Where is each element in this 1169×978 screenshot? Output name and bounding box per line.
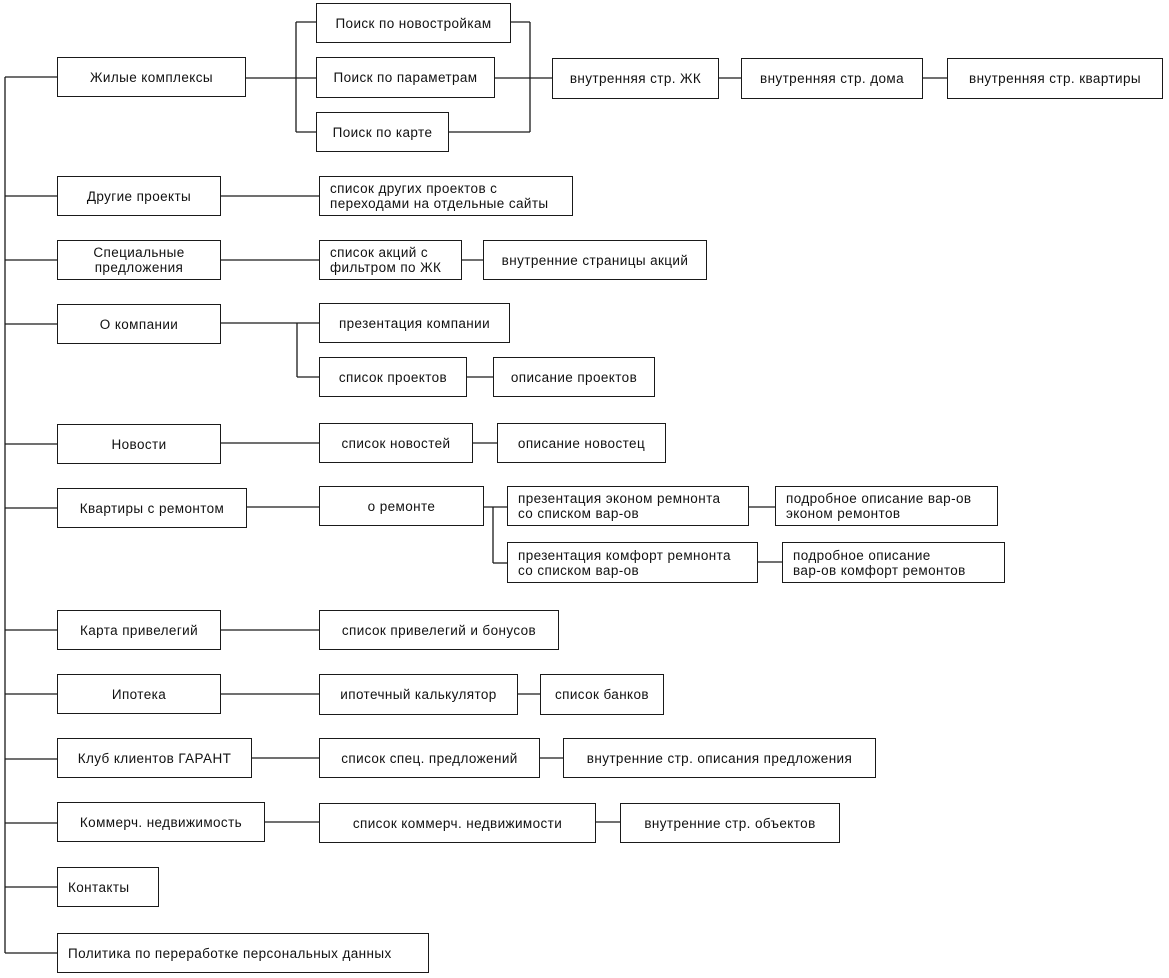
node-about-renovation: о ремонте — [319, 486, 484, 526]
node-privilege-card: Карта привелегий — [57, 610, 221, 650]
node-other-projects: Другие проекты — [57, 176, 221, 216]
node-complex-inner-page: внутренняя стр. ЖК — [552, 58, 719, 99]
node-search-by-params: Поиск по параметрам — [316, 57, 495, 98]
node-projects-description: описание проектов — [493, 357, 655, 397]
node-economy-renovation-presentation: презентация эконом ремнонта со списком в… — [507, 486, 749, 526]
node-commercial-property-list: список коммерч. недвижимости — [319, 803, 596, 843]
node-comfort-renovation-presentation: презентация комфорт ремнонта со списком … — [507, 542, 758, 583]
node-search-new-buildings: Поиск по новостройкам — [316, 3, 511, 43]
node-mortgage-calculator: ипотечный калькулятор — [319, 674, 518, 715]
node-news: Новости — [57, 424, 221, 464]
node-renovated-apartments: Квартиры с ремонтом — [57, 488, 247, 528]
node-search-by-map: Поиск по карте — [316, 112, 449, 152]
node-residential-complexes: Жилые комплексы — [57, 57, 246, 97]
node-commercial-property: Коммерч. недвижимость — [57, 802, 265, 842]
node-privileges-list: список привелегий и бонусов — [319, 610, 559, 650]
node-news-list: список новостей — [319, 423, 473, 463]
node-special-offers-list: список спец. предложений — [319, 738, 540, 778]
node-client-club: Клуб клиентов ГАРАНТ — [57, 738, 252, 778]
node-house-inner-page: внутренняя стр. дома — [741, 58, 923, 99]
node-about-company: О компании — [57, 304, 221, 344]
node-projects-list: список проектов — [319, 357, 467, 397]
node-news-description: описание новостец — [497, 423, 666, 463]
node-banks-list: список банков — [540, 674, 664, 715]
node-company-presentation: презентация компании — [319, 303, 510, 343]
node-other-projects-list: список других проектов с переходами на о… — [319, 176, 573, 216]
node-contacts: Контакты — [57, 867, 159, 907]
node-special-offers: Специальные предложения — [57, 240, 221, 280]
node-apartment-inner-page: внутренняя стр. квартиры — [947, 58, 1163, 99]
node-offer-description-pages: внутренние стр. описания предложения — [563, 738, 876, 778]
node-mortgage: Ипотека — [57, 674, 221, 714]
node-economy-renovation-details: подробное описание вар-ов эконом ремонто… — [775, 486, 998, 526]
node-promo-list: список акций с фильтром по ЖК — [319, 240, 462, 280]
node-comfort-renovation-details: подробное описание вар-ов комфорт ремонт… — [782, 542, 1005, 583]
node-promo-inner-pages: внутренние страницы акций — [483, 240, 707, 280]
node-commercial-objects-pages: внутренние стр. объектов — [620, 803, 840, 843]
node-privacy-policy: Политика по переработке персональных дан… — [57, 933, 429, 973]
